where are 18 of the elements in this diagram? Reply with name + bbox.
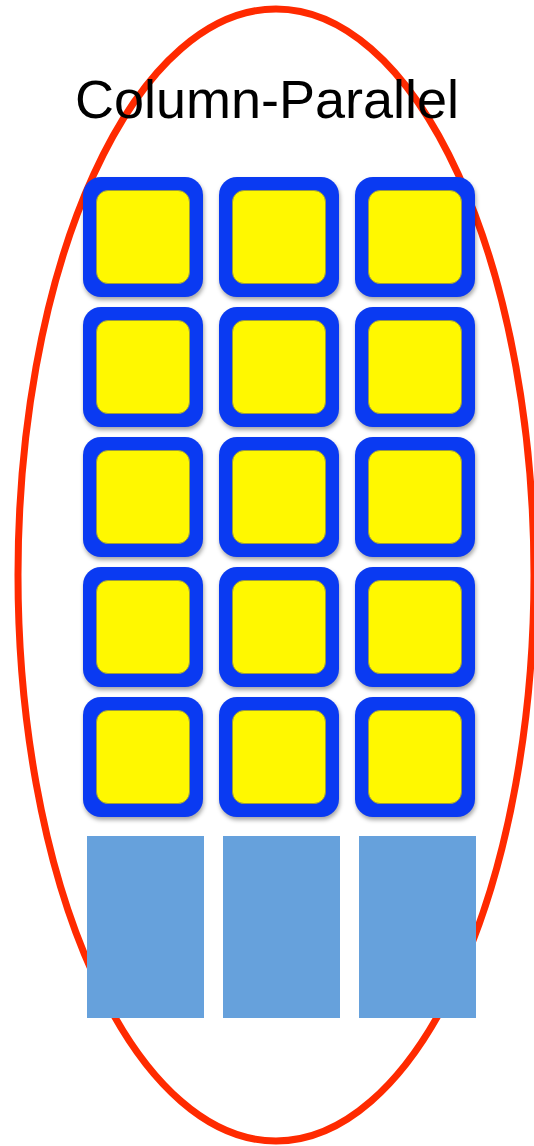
- processor-tile: [83, 437, 203, 557]
- processor-tile: [219, 437, 339, 557]
- processor-tile: [219, 307, 339, 427]
- memory-column-bar: [359, 836, 476, 1018]
- processor-tile: [355, 177, 475, 297]
- memory-column-bar: [87, 836, 204, 1018]
- processor-tile: [219, 177, 339, 297]
- processor-tile: [83, 307, 203, 427]
- memory-column-bar: [223, 836, 340, 1018]
- processor-tile: [355, 697, 475, 817]
- processor-tile: [83, 177, 203, 297]
- processor-tile: [83, 697, 203, 817]
- processor-tile: [355, 567, 475, 687]
- processor-tile: [83, 567, 203, 687]
- processor-tile: [355, 307, 475, 427]
- processor-tile: [219, 697, 339, 817]
- processor-tile: [219, 567, 339, 687]
- processor-tile: [355, 437, 475, 557]
